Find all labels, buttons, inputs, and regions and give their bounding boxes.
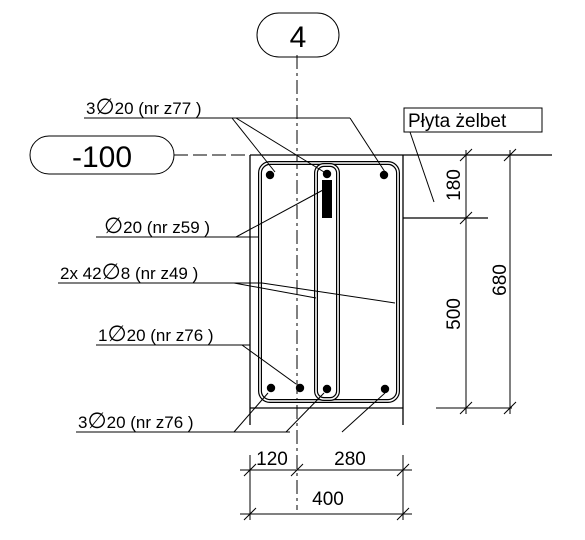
label-side-bar: ∅20 (nr z59 ) bbox=[104, 213, 210, 238]
stirrup-hook bbox=[322, 180, 332, 218]
leader-top-mid bbox=[235, 117, 325, 173]
leader-mid bbox=[241, 344, 297, 385]
leader-bottom-left bbox=[233, 392, 269, 433]
rebar-bottom-mid bbox=[322, 384, 332, 394]
label-bottom-bars: 3∅20 (nr z76 ) bbox=[78, 408, 194, 433]
dim-total-width: 400 bbox=[312, 489, 344, 510]
label-stirrups: 2x 42∅8 (nr z49 ) bbox=[60, 259, 198, 284]
rebar-top-left bbox=[265, 170, 275, 180]
leader-bottom-right bbox=[341, 392, 386, 433]
leader-top-left bbox=[231, 117, 276, 173]
dim-slab-thickness: 180 bbox=[444, 169, 465, 201]
dim-right-offset: 280 bbox=[334, 449, 366, 470]
rebar-bottom-right bbox=[380, 384, 390, 394]
level-label: -100 bbox=[72, 141, 132, 174]
label-mid-bar: 1∅20 (nr z76 ) bbox=[98, 321, 214, 346]
dim-below-slab: 500 bbox=[444, 298, 465, 330]
leader-stirrup-right bbox=[261, 282, 396, 304]
rebar-bottom-mid-left bbox=[295, 383, 305, 393]
rebar-bottom-left bbox=[266, 383, 276, 393]
slab-label-box bbox=[403, 107, 543, 133]
leader-top-right bbox=[349, 117, 386, 173]
dim-total-height: 680 bbox=[490, 264, 511, 296]
rebar-top-mid bbox=[322, 169, 332, 179]
slab-leader bbox=[409, 131, 435, 203]
leader-stirrup-left bbox=[233, 282, 317, 299]
leader-bottom-mid bbox=[285, 392, 325, 433]
rebar-top-right bbox=[379, 170, 389, 180]
leader-side bbox=[235, 189, 324, 238]
axis-label: 4 bbox=[290, 21, 307, 54]
label-top-bars: 3∅20 (nr z77 ) bbox=[86, 94, 202, 119]
dim-left-offset: 120 bbox=[256, 449, 288, 470]
axis-bubble bbox=[256, 12, 340, 58]
slab-label: Płyta żelbet bbox=[408, 111, 507, 132]
